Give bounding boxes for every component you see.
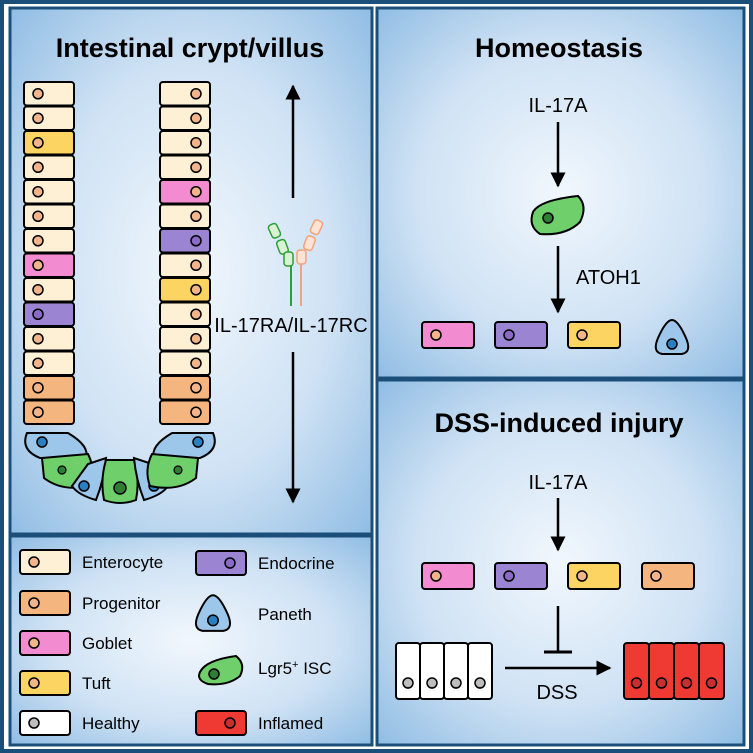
legend-label-goblet: Goblet [82, 634, 132, 653]
enterocyte-cell [159, 203, 211, 229]
legend-label-paneth: Paneth [258, 605, 312, 624]
legend-item-endocrine: Endocrine [195, 550, 335, 576]
enterocyte-cell [23, 81, 75, 107]
crypt-right-column [159, 81, 211, 425]
crypt-title: Intestinal crypt/villus [56, 33, 325, 63]
goblet-cell [421, 321, 475, 349]
progenitor-cell [159, 375, 211, 401]
healthy-epithelium [395, 642, 493, 700]
homeostasis-signal-label: IL-17A [529, 95, 589, 117]
endocrine-cell [159, 228, 211, 254]
paneth-cell [654, 318, 690, 355]
lgr5-isc-cell [146, 452, 200, 489]
legend-swatch-healthy [19, 710, 71, 736]
receptor-il17rc-icon [296, 219, 324, 306]
enterocyte-cell [23, 179, 75, 205]
inhibition-bar-icon [544, 606, 572, 654]
legend-item-tuft: Tuft [19, 670, 111, 696]
legend-item-inflamed: Inflamed [195, 710, 323, 736]
legend-swatch-progenitor [19, 590, 71, 616]
tuft-cell [23, 130, 75, 156]
legend-item-healthy: Healthy [19, 710, 140, 736]
legend-label-sup: + [292, 659, 298, 671]
legend-label-lgr5: Lgr5+ ISC [258, 659, 332, 678]
homeostasis-title: Homeostasis [475, 33, 643, 63]
lgr5-isc-cell [101, 459, 139, 504]
crypt-left-column [23, 81, 75, 425]
enterocyte-cell [159, 326, 211, 352]
healthy-cell [443, 642, 469, 700]
injury-signal-label: IL-17A [529, 472, 589, 494]
healthy-cell [467, 642, 493, 700]
homeostasis-factor-label: ATOH1 [576, 267, 641, 289]
enterocyte-cell [23, 326, 75, 352]
inflamed-epithelium [623, 642, 725, 700]
inflamed-cell [623, 642, 650, 700]
dss-label: DSS [536, 682, 577, 704]
legend-label-progenitor: Progenitor [82, 594, 161, 613]
inflamed-cell [648, 642, 675, 700]
inflamed-cell [673, 642, 700, 700]
receptor-il17ra-icon [267, 222, 294, 306]
homeostasis-products [421, 318, 690, 355]
legend-swatch-goblet [19, 630, 71, 656]
legend-swatch-lgr5 [198, 654, 244, 686]
progenitor-cell [641, 562, 695, 590]
legend-label-tuft: Tuft [82, 674, 111, 693]
tuft-cell [567, 562, 621, 590]
enterocyte-cell [159, 301, 211, 327]
enterocyte-cell [159, 105, 211, 131]
paneth-cell [24, 432, 88, 459]
legend-swatch-endocrine [195, 550, 247, 576]
progenitor-cell [23, 375, 75, 401]
progenitor-cell [23, 399, 75, 425]
goblet-cell [421, 562, 475, 590]
legend-label-suffix: ISC [298, 659, 331, 678]
injury-title: DSS-induced injury [434, 408, 683, 438]
legend-item-lgr5: Lgr5+ ISC [198, 654, 332, 686]
endocrine-cell [494, 562, 548, 590]
receptor-label: IL-17RA/IL-17RC [214, 315, 367, 337]
legend-item-paneth: Paneth [194, 594, 312, 632]
legend-label-healthy: Healthy [82, 714, 140, 733]
enterocyte-cell [159, 350, 211, 376]
enterocyte-cell [23, 228, 75, 254]
enterocyte-cell [23, 105, 75, 131]
legend-label-endocrine: Endocrine [258, 554, 335, 573]
enterocyte-cell [23, 203, 75, 229]
inflamed-cell [698, 642, 725, 700]
endocrine-cell [494, 321, 548, 349]
goblet-cell [159, 179, 211, 205]
enterocyte-cell [159, 252, 211, 278]
enterocyte-cell [23, 277, 75, 303]
endocrine-cell [23, 301, 75, 327]
goblet-cell [23, 252, 75, 278]
healthy-cell [395, 642, 421, 700]
legend-item-goblet: Goblet [19, 630, 132, 656]
legend-item-enterocyte: Enterocyte [19, 549, 163, 575]
enterocyte-cell [159, 154, 211, 180]
legend-item-progenitor: Progenitor [19, 590, 161, 616]
healthy-cell [419, 642, 445, 700]
enterocyte-cell [23, 350, 75, 376]
legend-label-enterocyte: Enterocyte [82, 553, 163, 572]
enterocyte-cell [23, 154, 75, 180]
legend-swatch-inflamed [195, 710, 247, 736]
lgr5-isc-cell [530, 194, 585, 236]
crypt-base [24, 432, 216, 504]
legend-label-inflamed: Inflamed [258, 714, 323, 733]
injury-cell-row [421, 562, 695, 590]
enterocyte-cell [159, 130, 211, 156]
enterocyte-cell [159, 81, 211, 107]
tuft-cell [159, 277, 211, 303]
legend-swatch-paneth [194, 594, 232, 632]
legend-swatch-tuft [19, 670, 71, 696]
tuft-cell [567, 321, 621, 349]
homeostasis-panel [375, 6, 746, 380]
legend-swatch-enterocyte [19, 549, 71, 575]
progenitor-cell [159, 399, 211, 425]
